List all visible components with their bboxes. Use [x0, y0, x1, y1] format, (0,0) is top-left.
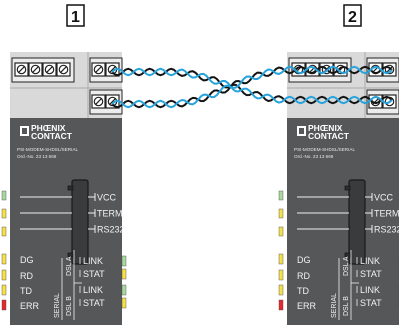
screw-slot [18, 66, 25, 73]
brand-name-2: CONTACT [31, 131, 73, 141]
phoenix-logo-icon-inner [299, 128, 304, 134]
order-number: Ord.-No. 23 13 669 [294, 154, 334, 159]
brand-name: PHŒNIX [31, 123, 66, 133]
vertical-label: DSL B [66, 296, 73, 316]
switch-tab [67, 185, 74, 191]
signal-label: RD [20, 271, 33, 281]
signal-label: ERR [297, 301, 317, 311]
switch-tab [67, 252, 74, 258]
signal-label: DG [297, 255, 311, 265]
status-led [1, 284, 7, 296]
vertical-label: DSL A [343, 256, 350, 276]
status-led [121, 284, 127, 296]
indicator-led [278, 208, 284, 219]
twisted-pair-upper [111, 67, 393, 105]
switch-label: RS232 [97, 225, 125, 235]
status-led [1, 269, 7, 281]
screw-slot [109, 98, 116, 105]
vertical-label: SERIAL [331, 293, 338, 318]
status-label: STAT [83, 269, 105, 279]
switch-label: TERM [374, 209, 399, 219]
status-led [121, 255, 127, 267]
status-label: LINK [360, 285, 380, 295]
indicator-led [1, 226, 7, 237]
device-number-label: 1 [71, 9, 80, 26]
signal-label: RD [297, 271, 310, 281]
status-label: STAT [83, 298, 105, 308]
signal-label: DG [20, 255, 34, 265]
brand-name: PHŒNIX [308, 123, 343, 133]
device-number-label: 2 [348, 9, 357, 26]
screw-slot [386, 66, 393, 73]
vertical-label: DSL A [66, 256, 73, 276]
signal-label: TD [297, 286, 309, 296]
brand-name-2: CONTACT [308, 131, 350, 141]
status-label: STAT [360, 298, 382, 308]
twisted-pair-lower [111, 65, 393, 109]
indicator-led [1, 208, 7, 219]
front-panel [10, 118, 122, 325]
status-led [278, 299, 284, 311]
switch-tab [344, 185, 351, 191]
indicator-led [1, 190, 7, 201]
status-label: STAT [360, 269, 382, 279]
order-number: Ord.-No. 23 13 669 [17, 154, 57, 159]
wire [111, 65, 393, 109]
vertical-label: SERIAL [54, 293, 61, 318]
screw-slot [95, 98, 102, 105]
status-led [121, 268, 127, 280]
status-led [278, 253, 284, 265]
screw-slot [95, 66, 102, 73]
device-number-box [343, 4, 362, 27]
status-label: LINK [83, 256, 103, 266]
screw-slot [32, 66, 39, 73]
device-number-box [66, 4, 85, 27]
switch-label: VCC [97, 193, 117, 203]
status-label: LINK [83, 285, 103, 295]
status-led [121, 297, 127, 309]
vertical-label: DSL B [343, 296, 350, 316]
signal-label: TD [20, 286, 32, 296]
status-led [278, 269, 284, 281]
switch-label: VCC [374, 193, 394, 203]
switch-label: RS232 [374, 225, 399, 235]
screw-slot [46, 66, 53, 73]
status-led [1, 299, 7, 311]
screw-slot [60, 66, 67, 73]
switch-tab [344, 252, 351, 258]
model-name: PSI-MODEM-SHDSL/SERIAL [17, 147, 78, 152]
front-panel [287, 118, 399, 325]
signal-label: ERR [20, 301, 40, 311]
status-label: LINK [360, 256, 380, 266]
screw-slot [109, 66, 116, 73]
indicator-led [278, 226, 284, 237]
indicator-led [278, 190, 284, 201]
status-led [278, 284, 284, 296]
model-name: PSI-MODEM-SHDSL/SERIAL [294, 147, 355, 152]
wire [111, 67, 393, 105]
phoenix-logo-icon-inner [22, 128, 27, 134]
status-led [1, 253, 7, 265]
switch-label: TERM [97, 209, 123, 219]
